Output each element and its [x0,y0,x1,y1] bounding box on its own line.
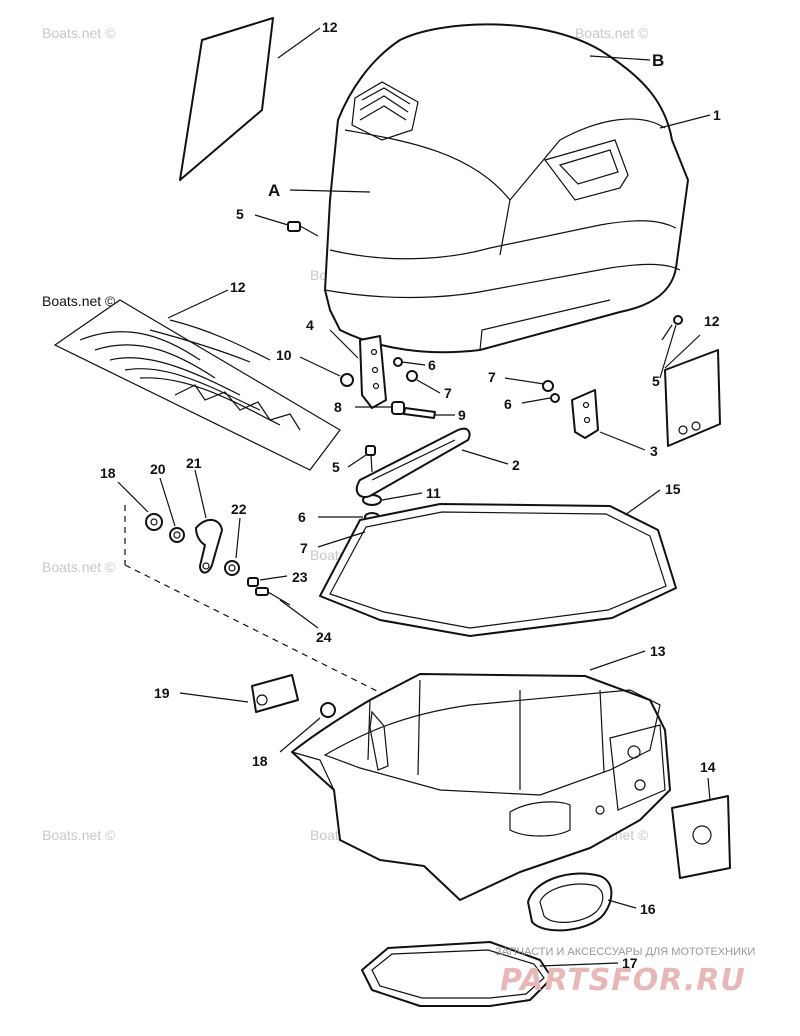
callout-3: 3 [650,443,658,459]
brand-overlay: ЗАПЧАСТИ И АКСЕССУАРЫ ДЛЯ МОТОТЕХНИКИ PA… [495,946,755,998]
callout-B: B [652,51,664,70]
watermark: Boats.net © [42,25,116,41]
callout-5: 5 [332,459,340,475]
callout-2: 2 [512,457,520,473]
callout-7: 7 [444,385,452,401]
callout-7: 7 [488,369,496,385]
gasket [361,941,553,1007]
callout-19: 19 [154,685,170,701]
watermark: Boats.net © [42,827,116,843]
callout-4: 4 [306,317,314,333]
callout-12: 12 [704,313,720,329]
callout-A: A [268,181,280,200]
callout-8: 8 [334,399,342,415]
plate [671,795,731,879]
seal-ring [319,503,677,637]
grommet [527,872,613,932]
decal-right [664,349,721,447]
watermark: Boats.net © [42,293,116,309]
callout-12: 12 [322,19,338,35]
watermark: Boats.net © [575,25,649,41]
callout-24: 24 [316,629,332,645]
callout-20: 20 [150,461,166,477]
callout-15: 15 [665,481,681,497]
latch-handle [355,427,471,498]
callout-10: 10 [276,347,292,363]
callout-7: 7 [300,540,308,556]
decal-top [179,17,274,181]
callout-18: 18 [252,753,268,769]
callout-6: 6 [504,396,512,412]
callout-22: 22 [231,501,247,517]
leader-lines [117,27,711,967]
callout-6: 6 [428,357,436,373]
callout-1: 1 [713,107,721,123]
callout-12: 12 [230,279,246,295]
callout-16: 16 [640,901,656,917]
callout-13: 13 [650,643,666,659]
callout-6: 6 [298,509,306,525]
bracket-right [571,389,599,439]
bracket-left [359,335,387,409]
top-cowl [324,23,689,354]
bottom-cowl [291,673,671,901]
decal-side [53,299,341,471]
callout-11: 11 [426,485,441,501]
callout-14: 14 [700,759,716,775]
callout-21: 21 [186,455,202,471]
callout-5: 5 [236,206,244,222]
watermark: Boats.net © [42,559,116,575]
callout-23: 23 [292,569,308,585]
callout-labels: 12 B 1 A 5 12 4 10 6 7 8 9 7 6 12 5 3 2 … [100,19,721,971]
callout-17: 17 [622,955,638,971]
brand-tagline: ЗАПЧАСТИ И АКСЕССУАРЫ ДЛЯ МОТОТЕХНИКИ [495,946,755,958]
callout-9: 9 [458,407,466,423]
callout-18: 18 [100,465,116,481]
brand-logo: PARTSFOR.RU [500,963,746,998]
callout-5: 5 [652,373,660,389]
